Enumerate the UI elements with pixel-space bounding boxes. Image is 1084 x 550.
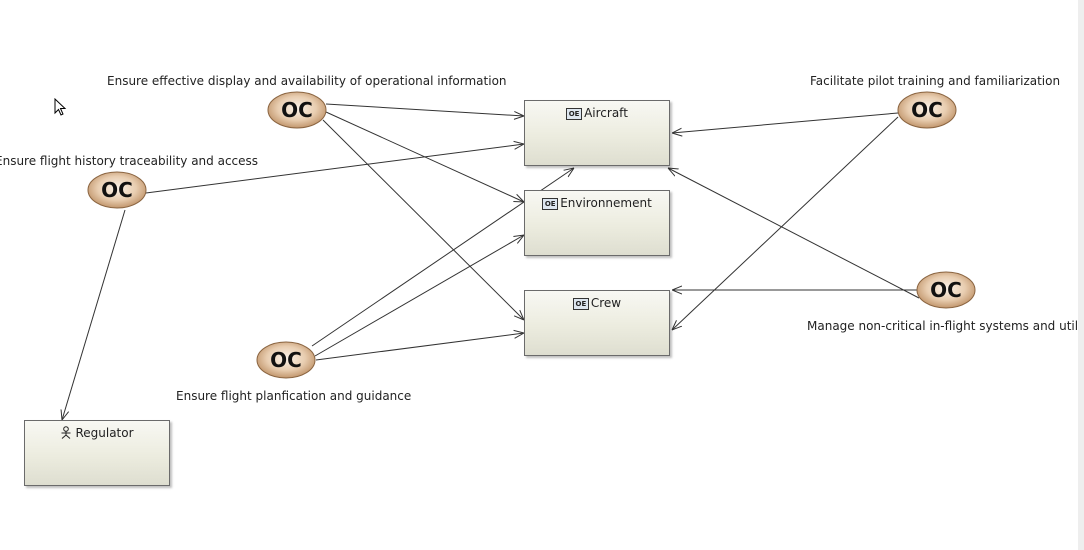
entity-label: Crew <box>590 296 622 310</box>
oc-glyph: OC <box>101 178 133 202</box>
oc-label-training: Facilitate pilot training and familiariz… <box>810 74 1061 88</box>
edge-planification-crew[interactable] <box>315 333 524 361</box>
operational-entity-icon: OE <box>572 298 589 310</box>
oc-glyph: OC <box>270 348 302 372</box>
oc-label-display: Ensure effective display and availabilit… <box>107 74 507 88</box>
operational-entity-icon: OE <box>542 198 559 210</box>
oc-label-history: Ensure flight history traceability and a… <box>0 154 259 168</box>
entity-label: Aircraft <box>584 106 628 120</box>
edge-systems-aircraft[interactable] <box>668 168 920 299</box>
oc-label-systems: Manage non-critical in-flight systems an… <box>807 319 1084 333</box>
edge-training-aircraft[interactable] <box>672 112 899 133</box>
entity-label: Environnement <box>560 196 652 210</box>
oc-node-history[interactable]: OC <box>87 171 147 209</box>
operational-entity-icon: OE <box>566 108 583 120</box>
oc-glyph: OC <box>911 98 943 122</box>
oc-node-training[interactable]: OC <box>897 91 957 129</box>
oc-glyph: OC <box>281 98 313 122</box>
edge-history-regulator[interactable] <box>62 209 126 420</box>
oc-glyph: OC <box>930 278 962 302</box>
entity-regulator[interactable]: Regulator <box>24 420 170 486</box>
edge-planification-environnement[interactable] <box>314 235 524 357</box>
edge-history-aircraft[interactable] <box>145 144 524 194</box>
entity-label: Regulator <box>75 426 134 440</box>
edge-training-crew[interactable] <box>672 116 899 330</box>
oc-label-planification: Ensure flight planfication and guidance <box>176 389 412 403</box>
edge-display-aircraft[interactable] <box>325 103 524 116</box>
edge-display-crew[interactable] <box>322 119 524 320</box>
vertical-scrollbar[interactable] <box>1078 0 1084 550</box>
oc-node-planification[interactable]: OC <box>256 341 316 379</box>
oc-node-systems[interactable]: OC <box>916 271 976 309</box>
actor-icon <box>61 426 71 439</box>
mouse-cursor-icon <box>54 98 67 116</box>
oc-node-display[interactable]: OC <box>267 91 327 129</box>
